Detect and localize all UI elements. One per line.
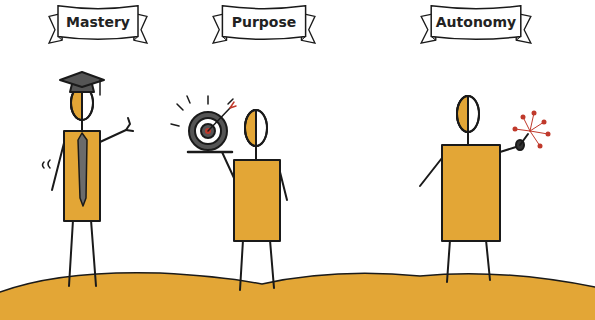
graduate-figure	[43, 72, 134, 286]
banner-ribbon: Purpose	[212, 2, 316, 46]
banner-label: Purpose	[212, 2, 316, 46]
banner-label: Autonomy	[420, 2, 532, 46]
target-figure	[171, 96, 287, 290]
ground-line	[0, 273, 595, 292]
banner-label: Mastery	[48, 2, 148, 46]
ground	[0, 273, 595, 320]
autonomy-figure	[420, 96, 551, 282]
banner-ribbon: Autonomy	[420, 2, 532, 46]
banner-ribbon: Mastery	[48, 2, 148, 46]
